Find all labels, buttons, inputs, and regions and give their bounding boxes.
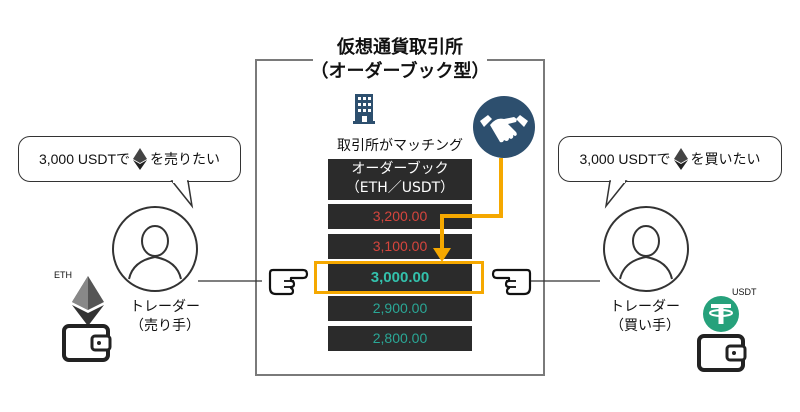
eth-logo-icon <box>72 276 104 326</box>
handshake-icon <box>473 96 535 158</box>
seller-label-line2: （売り手） <box>130 318 200 334</box>
seller-bubble-tail <box>170 180 194 209</box>
seller-bubble-text-suffix: を売りたい <box>150 151 221 167</box>
matched-price-highlight <box>314 261 484 294</box>
seller-avatar-icon <box>112 206 198 292</box>
buyer-label: トレーダー （買い手） <box>590 298 700 336</box>
buy-order-row: 2,800.00 <box>328 326 472 351</box>
seller-wallet-icon <box>62 324 112 362</box>
buyer-bubble-text-suffix: を買いたい <box>690 151 761 167</box>
buyer-label-line1: トレーダー <box>610 299 680 315</box>
buyer-speech-bubble: 3,000 USDTで を買いたい <box>558 136 782 182</box>
buyer-bubble-text-prefix: 3,000 USDTで <box>579 151 671 167</box>
order-book-pair: （ETH／USDT） <box>345 180 455 196</box>
sell-order-row: 3,100.00 <box>328 234 472 259</box>
seller-label: トレーダー （売り手） <box>110 298 220 336</box>
order-book-header: オーダーブック （ETH／USDT） <box>328 159 472 200</box>
building-icon <box>353 94 375 124</box>
buyer-coin-label: USDT <box>732 287 757 297</box>
matching-label: 取引所がマッチング <box>337 138 463 154</box>
buyer-wallet-icon <box>697 334 747 372</box>
seller-coin-label: ETH <box>54 270 72 280</box>
current-price-row: 3,000.00 <box>328 264 472 291</box>
exchange-title-line1: 仮想通貨取引所 <box>337 37 463 58</box>
usdt-logo-icon <box>703 296 739 332</box>
order-book-title: オーダーブック <box>351 161 449 177</box>
matching-arrow-icon <box>433 158 503 262</box>
buy-order-row: 2,900.00 <box>328 296 472 321</box>
eth-icon <box>673 148 688 170</box>
seller-speech-bubble: 3,000 USDTで を売りたい <box>18 136 241 182</box>
exchange-title-line2: （オーダーブック型） <box>310 61 490 82</box>
eth-icon <box>133 148 148 170</box>
exchange-frame <box>255 60 545 376</box>
pointing-hand-right-icon <box>268 268 309 296</box>
frame-top-right <box>487 59 545 61</box>
seller-bubble-text-prefix: 3,000 USDTで <box>38 151 131 167</box>
exchange-title: 仮想通貨取引所 （オーダーブック型） <box>290 36 510 84</box>
pointing-hand-left-icon <box>491 268 532 296</box>
buyer-label-line2: （買い手） <box>610 318 680 334</box>
seller-label-line1: トレーダー <box>130 299 200 315</box>
buyer-avatar-icon <box>603 206 689 292</box>
buyer-bubble-tail <box>604 180 628 209</box>
frame-top-left <box>255 59 313 61</box>
